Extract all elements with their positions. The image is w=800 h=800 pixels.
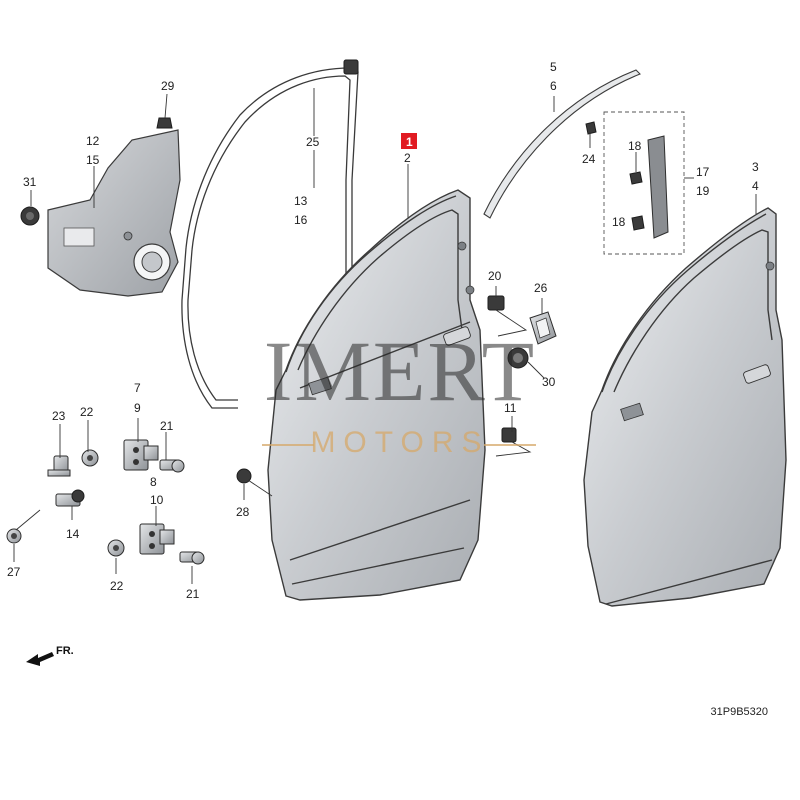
grommet-30 <box>507 347 529 369</box>
direction-label: FR. <box>56 645 74 657</box>
callout-30: 30 <box>542 375 556 389</box>
watermark-rule-left <box>262 444 314 446</box>
callout-28: 28 <box>236 505 250 519</box>
hole-plug-26 <box>529 311 557 345</box>
bolt-23 <box>47 455 71 477</box>
callout-26: 26 <box>534 281 548 295</box>
callout-25: 25 <box>306 135 320 149</box>
callout-29: 29 <box>161 79 175 93</box>
rear-door-shell <box>583 207 787 607</box>
callout-2: 2 <box>404 151 411 165</box>
callout-16: 16 <box>294 213 308 227</box>
grommet-31 <box>20 206 40 226</box>
bolt-22-upper <box>81 449 99 467</box>
watermark-brand: IMERT <box>263 323 537 419</box>
pillar-garnish <box>585 111 685 255</box>
bolt-21-upper <box>159 459 185 473</box>
callout-8: 8 <box>150 475 157 489</box>
callout-24: 24 <box>582 152 596 166</box>
callout-9: 9 <box>134 401 141 415</box>
callout-27: 27 <box>7 565 21 579</box>
callout-12: 12 <box>86 134 100 148</box>
leader-lines <box>13 88 757 584</box>
callout-1-highlight: 1 <box>401 133 417 149</box>
callout-22-upper: 22 <box>80 405 94 419</box>
callout-23: 23 <box>52 409 66 423</box>
callout-3: 3 <box>752 160 759 174</box>
callout-7: 7 <box>134 381 141 395</box>
bolt-21-lower <box>179 551 205 565</box>
watermark-rule-right <box>484 444 536 446</box>
callout-5: 5 <box>550 60 557 74</box>
bolt-27 <box>6 528 22 544</box>
callout-21-lower: 21 <box>186 587 200 601</box>
callout-18-bottom: 18 <box>612 215 626 229</box>
door-lining-panel <box>47 129 181 297</box>
door-molding <box>483 69 641 219</box>
bolt-22-lower <box>107 539 125 557</box>
callout-1: 1 <box>406 135 413 149</box>
callout-15: 15 <box>86 153 100 167</box>
callout-11: 11 <box>504 401 517 415</box>
callout-14: 14 <box>66 527 80 541</box>
clip-11 <box>501 427 517 443</box>
callout-18-top: 18 <box>628 139 642 153</box>
callout-21-upper: 21 <box>160 419 174 433</box>
hole-plug-20 <box>487 295 505 311</box>
upper-hinge <box>123 439 159 471</box>
plug-28 <box>236 468 252 484</box>
callout-13: 13 <box>294 194 308 208</box>
callout-22-lower: 22 <box>110 579 124 593</box>
watermark-subtitle: MOTORS <box>310 426 490 459</box>
callout-17: 17 <box>696 165 710 179</box>
clip-29 <box>156 117 173 129</box>
door-weatherstrip <box>181 59 359 409</box>
checker-14 <box>55 489 85 507</box>
diagram-code: 31P9B5320 <box>710 706 769 718</box>
front-door-shell <box>267 189 486 601</box>
callout-19: 19 <box>696 184 710 198</box>
lower-hinge <box>139 523 175 555</box>
callout-20: 20 <box>488 269 502 283</box>
front-direction-arrow-icon: FR. <box>26 645 74 666</box>
callout-labels: 29 12 15 31 25 13 16 1 2 5 6 24 18 18 17… <box>7 60 759 601</box>
callout-31: 31 <box>23 175 37 189</box>
callout-6: 6 <box>550 79 557 93</box>
callout-10: 10 <box>150 493 164 507</box>
callout-4: 4 <box>752 179 759 193</box>
